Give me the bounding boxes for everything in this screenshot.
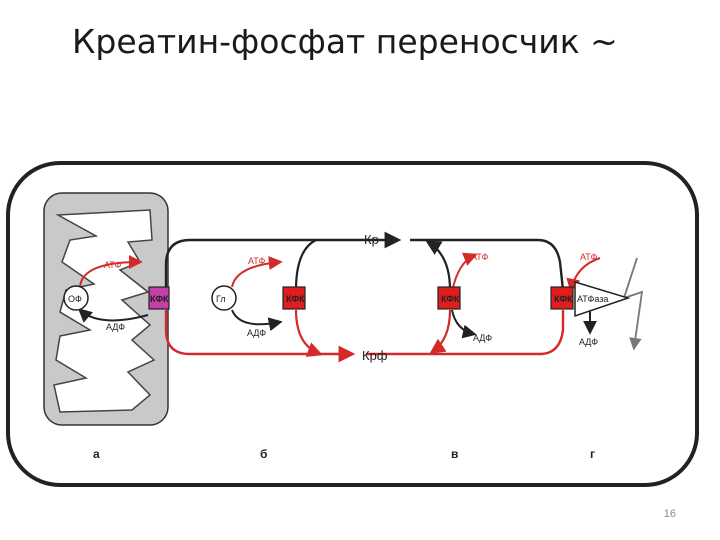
section-label-v: в — [451, 447, 458, 461]
krf-line — [164, 310, 356, 363]
kr-label: Кр — [364, 232, 379, 247]
kr-return-line — [164, 231, 402, 290]
kfk-label-b: КФК — [286, 294, 305, 304]
adf-label-v: АДФ — [473, 333, 492, 343]
kfk-label-a: КФК — [150, 294, 169, 304]
gl-label: Гл — [216, 294, 226, 304]
adf-label-a: АДФ — [106, 322, 125, 332]
atf-label-a: АТФ — [104, 260, 121, 270]
kfk-enzyme-g — [550, 286, 574, 310]
section-label-b: б — [260, 447, 267, 461]
of-node — [63, 285, 89, 311]
kfk-enzyme-b — [282, 286, 306, 310]
cell-membrane — [6, 161, 699, 487]
atpase-triangle — [574, 280, 631, 318]
atpase-label: АТФаза — [577, 294, 608, 304]
of-label: ОФ — [68, 294, 82, 304]
atf-label-b: АТФ — [248, 256, 265, 266]
krf-line-right — [366, 310, 565, 356]
krf-label: Крф — [362, 348, 388, 363]
lightning-icon — [622, 257, 644, 351]
atf-label-g: АТФ — [580, 252, 597, 262]
kfk-label-g: КФК — [554, 294, 573, 304]
adf-label-g: АДФ — [579, 337, 598, 347]
kfk-enzyme-a — [148, 286, 170, 310]
section-label-g: г — [590, 447, 595, 461]
slide-title: Креатин-фосфат переносчик ~ — [72, 22, 618, 61]
gl-node — [211, 285, 237, 311]
section-label-a: а — [93, 447, 100, 461]
kfk-label-v: КФК — [441, 294, 460, 304]
page-number: 16 — [663, 508, 676, 520]
atf-label-v: АТФ — [471, 252, 488, 262]
kr-line-right — [410, 238, 565, 291]
adf-label-b: АДФ — [247, 328, 266, 338]
kfk-enzyme-v — [437, 286, 461, 310]
